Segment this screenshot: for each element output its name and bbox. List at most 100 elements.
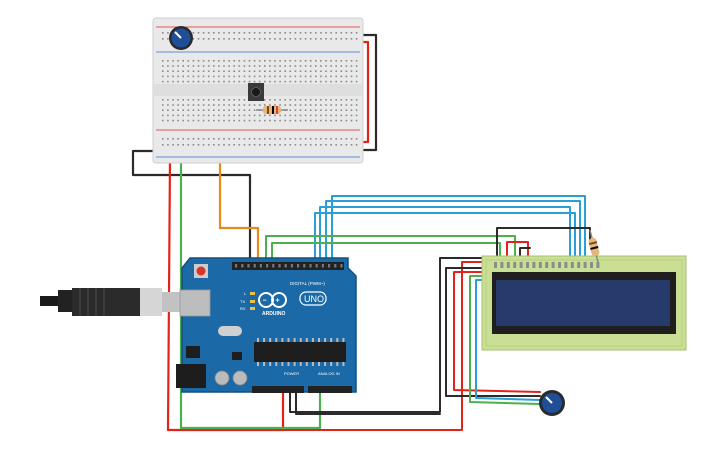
led-l: [250, 292, 255, 295]
lcd-pin: [577, 262, 581, 268]
breadboard-hole: [340, 138, 343, 140]
breadboard-hole: [248, 114, 251, 117]
breadboard-hole: [167, 70, 169, 72]
breadboard-hole: [330, 104, 332, 106]
breadboard-hole: [223, 70, 225, 72]
breadboard-hole: [177, 80, 179, 83]
breadboard-hole: [294, 119, 297, 122]
breadboard-hole: [213, 144, 215, 146]
chip-pin: [269, 362, 272, 366]
breadboard-hole: [223, 144, 225, 146]
breadboard-hole: [182, 109, 184, 111]
breadboard-hole: [309, 70, 312, 72]
breadboard-hole: [330, 75, 332, 78]
breadboard-hole: [218, 65, 220, 67]
breadboard-hole: [248, 65, 251, 67]
power-header-label: POWER: [284, 371, 299, 376]
breadboard-holes: [162, 32, 358, 146]
breadboard-hole: [350, 99, 353, 101]
breadboard-hole: [207, 99, 210, 101]
breadboard-hole: [330, 80, 332, 83]
header-pin: [272, 264, 275, 268]
breadboard-hole: [192, 109, 195, 111]
lcd-pin: [500, 262, 504, 268]
breadboard-hole: [350, 109, 353, 111]
breadboard-hole: [345, 109, 348, 111]
breadboard-hole: [335, 99, 337, 101]
lcd-pin: [590, 262, 593, 268]
header-pin: [328, 264, 331, 268]
breadboard-hole: [258, 80, 261, 83]
chip-pin: [318, 362, 320, 366]
breadboard-hole: [213, 114, 215, 117]
breadboard-hole: [304, 65, 307, 67]
breadboard-hole: [309, 109, 312, 111]
breadboard-hole: [218, 99, 220, 101]
breadboard-hole: [167, 114, 169, 117]
breadboard-hole: [315, 70, 317, 72]
breadboard-hole: [218, 70, 220, 72]
lcd-pins: [494, 262, 600, 268]
breadboard-hole: [269, 80, 271, 83]
breadboard-hole: [335, 32, 337, 34]
chip-pin: [287, 338, 290, 342]
breadboard-hole: [187, 99, 190, 101]
breadboard-hole: [269, 119, 271, 122]
breadboard-hole: [182, 104, 184, 106]
breadboard-hole: [284, 38, 286, 40]
breadboard-hole: [223, 99, 225, 101]
digital-pins: [235, 264, 343, 268]
power-jack: [176, 364, 206, 388]
breadboard-hole: [345, 144, 348, 146]
chip-pin: [311, 338, 314, 342]
header-pin: [321, 264, 324, 268]
breadboard-hole: [269, 138, 271, 140]
breadboard-hole: [289, 80, 292, 83]
chip-pin: [342, 338, 345, 342]
breadboard-hole: [238, 119, 241, 122]
breadboard-hole: [233, 114, 235, 117]
breadboard-hole: [218, 32, 220, 34]
chip-pin: [330, 338, 333, 342]
breadboard-hole: [320, 99, 322, 101]
breadboard-hole: [309, 60, 312, 62]
breadboard-hole: [238, 32, 241, 34]
chip-pin: [281, 338, 284, 342]
breadboard-hole: [253, 114, 256, 117]
breadboard-hole: [202, 38, 205, 40]
svg-text:−: −: [263, 298, 267, 305]
breadboard-hole: [340, 114, 343, 117]
breadboard-hole: [330, 114, 332, 117]
breadboard-hole: [309, 144, 312, 146]
chip-pin: [275, 362, 278, 366]
breadboard-hole: [274, 80, 276, 83]
breadboard-hole: [320, 114, 322, 117]
breadboard-hole: [258, 75, 261, 78]
breadboard-hole: [187, 60, 190, 62]
breadboard-hole: [162, 99, 164, 101]
breadboard-hole: [207, 114, 210, 117]
breadboard-hole: [197, 99, 200, 101]
breadboard-hole: [350, 80, 353, 83]
breadboard-hole: [248, 138, 251, 140]
breadboard-hole: [213, 99, 215, 101]
breadboard-hole: [243, 65, 246, 67]
wire-black-arduino-gnd2: [295, 389, 441, 415]
breadboard-hole: [238, 70, 241, 72]
breadboard-hole: [223, 75, 225, 78]
breadboard-hole: [279, 119, 281, 122]
breadboard-hole: [258, 119, 261, 122]
breadboard-hole: [243, 144, 246, 146]
breadboard-hole: [197, 138, 200, 140]
breadboard-hole: [213, 38, 215, 40]
breadboard-hole: [340, 70, 343, 72]
chip-pin: [336, 338, 339, 342]
breadboard-hole: [325, 144, 327, 146]
breadboard-hole: [269, 144, 271, 146]
breadboard-hole: [223, 38, 225, 40]
breadboard-hole: [243, 138, 246, 140]
breadboard-hole: [264, 114, 266, 117]
breadboard-hole: [335, 70, 337, 72]
breadboard-hole: [274, 32, 276, 34]
breadboard-hole: [284, 144, 286, 146]
